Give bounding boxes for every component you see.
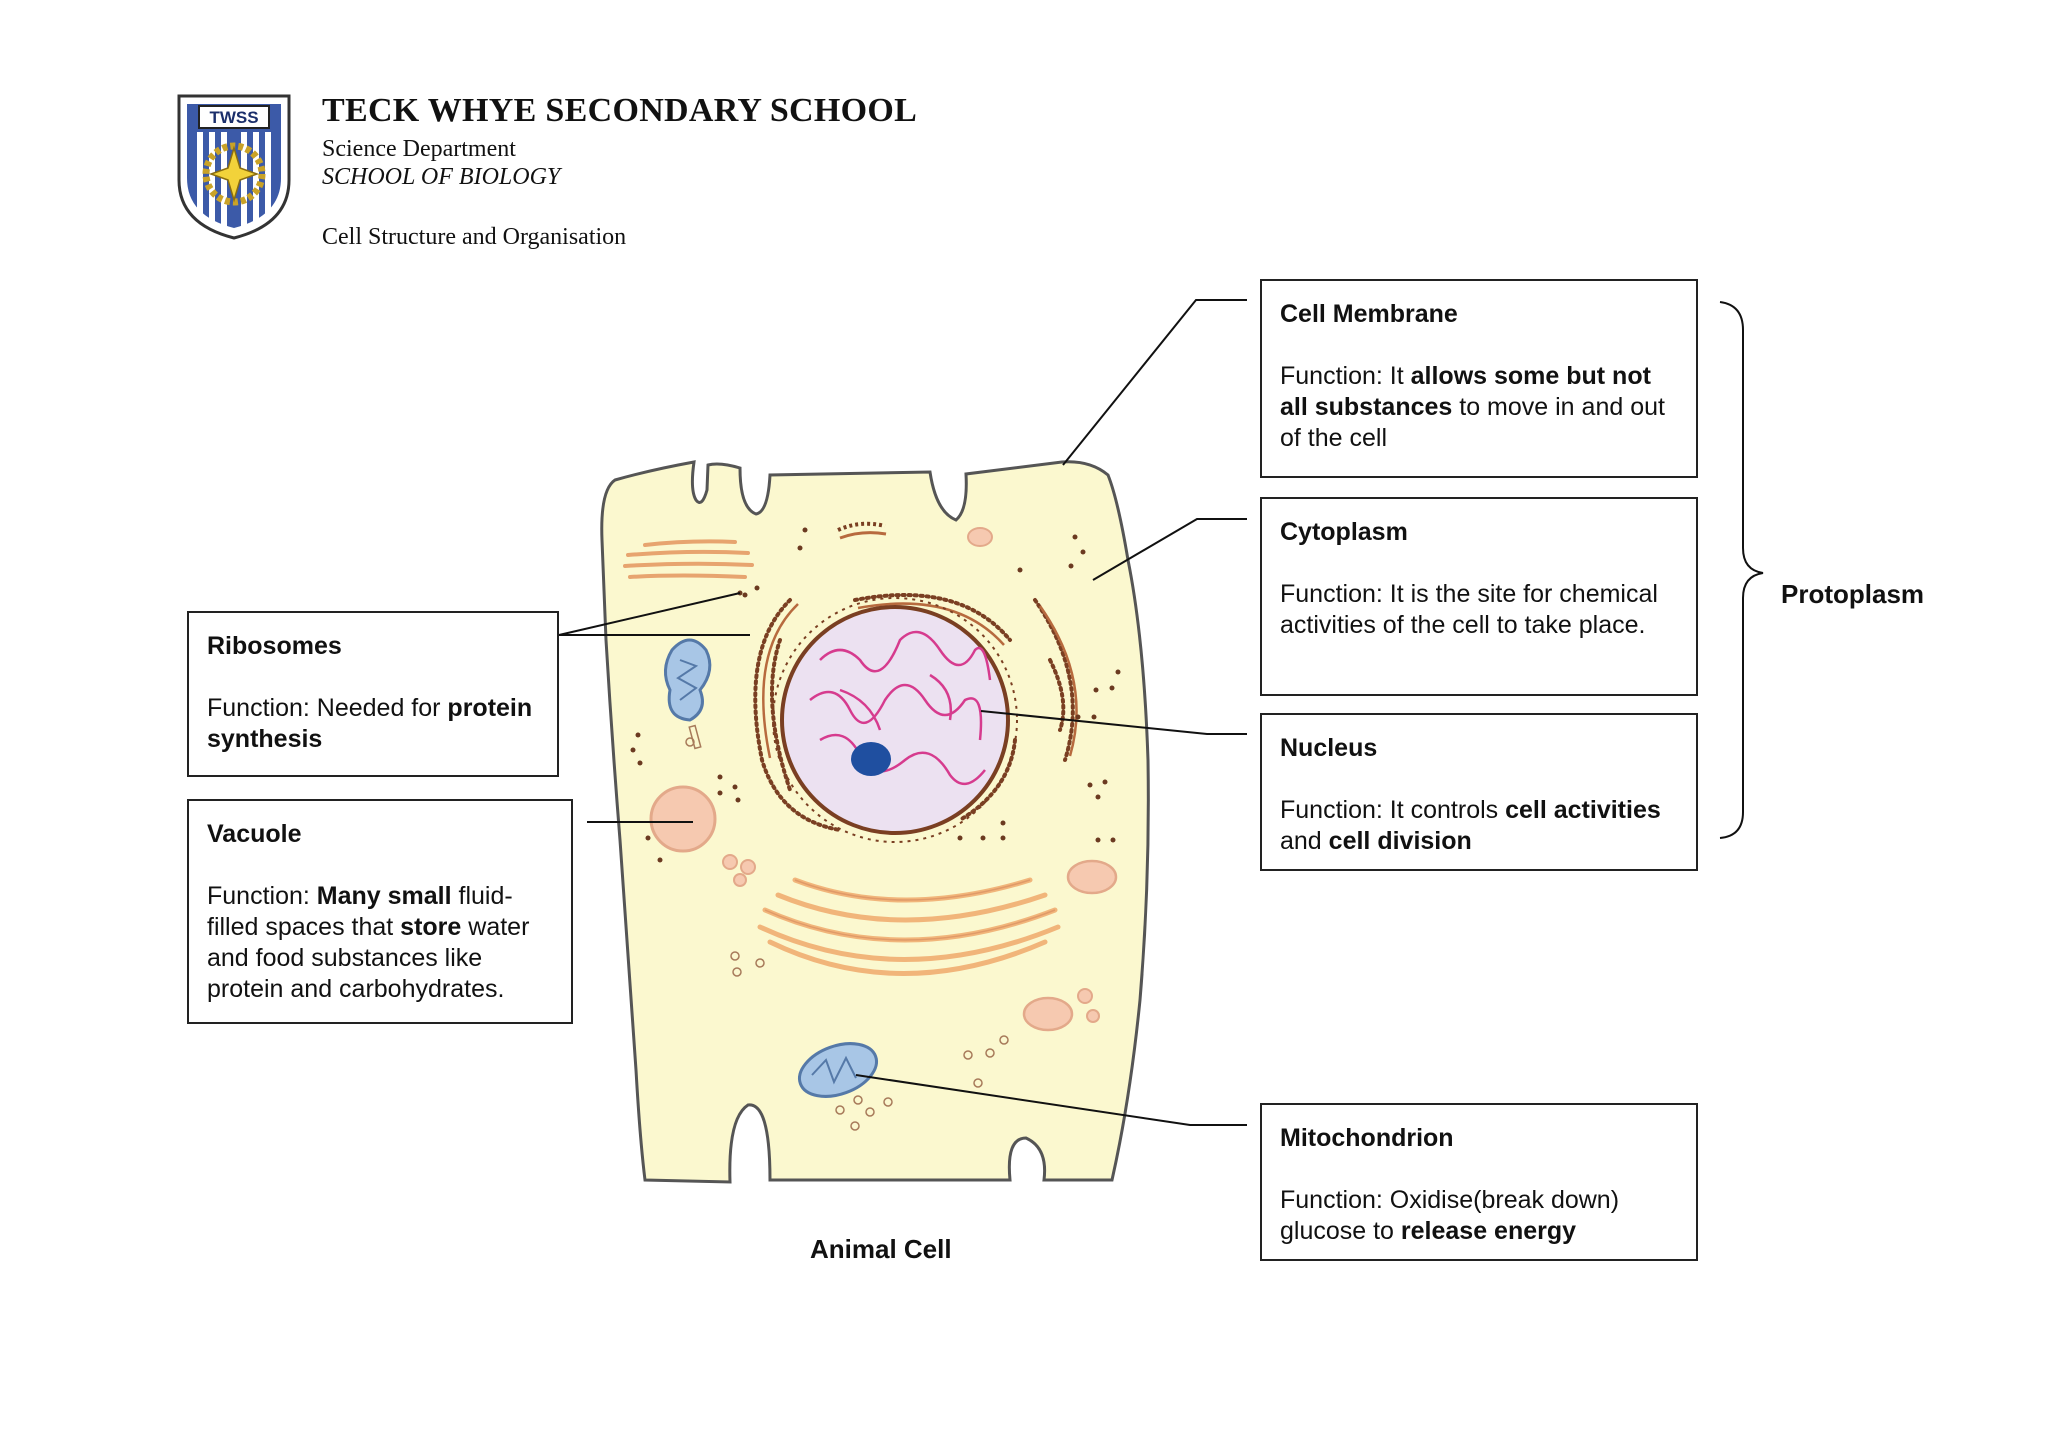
topic-title: Cell Structure and Organisation [322,224,627,250]
cell-membrane-label-box: Cell Membrane Function: It allows some b… [1260,279,1698,478]
mitochondrion-function: Function: Oxidise(break down) glucose to… [1280,1186,1620,1245]
mitochondrion-title: Mitochondrion [1280,1124,1454,1152]
mitochondrion-lower [798,1042,878,1098]
school-name: TECK WHYE SECONDARY SCHOOL [322,92,918,129]
nucleolus [851,742,891,776]
cytoplasm-function: Function: It is the site for chemical ac… [1280,580,1658,639]
protoplasm-brace [1719,301,1764,839]
nucleus-function: Function: It controls cell activities an… [1280,796,1661,855]
vacuole-function: Function: Many small fluid-filled spaces… [207,882,530,1003]
leader-line-cell-membrane [1062,299,1247,466]
vacuole-label-box: Vacuole Function: Many small fluid-fille… [187,799,573,1024]
protoplasm-label: Protoplasm [1781,579,1925,609]
ribosomes-function: Function: Needed for protein synthesis [207,694,533,753]
leader-line-nucleus [980,710,1247,735]
mitochondrion-upper [664,638,712,722]
er-stack-upper-left [623,539,754,579]
cell-membrane-title: Cell Membrane [1280,300,1458,328]
nucleus-title: Nucleus [1280,734,1378,762]
nucleus-label-box: Nucleus Function: It controls cell activ… [1260,713,1698,871]
vacuole-title: Vacuole [207,820,302,848]
ribosomes-label-box: Ribosomes Function: Needed for protein s… [187,611,559,777]
mitochondrion-label-box: Mitochondrion Function: Oxidise(break do… [1260,1103,1698,1261]
leader-line-mitochondrion [855,1074,1247,1126]
leader-line-cytoplasm [1092,518,1247,581]
school-crest-logo: TWSS [177,94,291,240]
subject-name: SCHOOL OF BIOLOGY [322,164,561,190]
ribosome-dots [630,527,1121,863]
cytoplasm-title: Cytoplasm [1280,518,1408,546]
chromatin [809,630,992,785]
nucleus-shape [780,605,1010,835]
department-name: Science Department [322,136,516,162]
animal-cell-caption: Animal Cell [810,1234,952,1264]
cytoplasm-label-box: Cytoplasm Function: It is the site for c… [1260,497,1698,696]
svg-text:TWSS: TWSS [209,108,258,127]
er-small-top [837,521,886,532]
cell-membrane-function: Function: It allows some but not all sub… [1280,362,1665,452]
ribosomes-title: Ribosomes [207,632,342,660]
vacuole-shape [649,785,717,853]
leader-lines [558,299,1247,1126]
leader-line-ribosomes-a [558,592,741,636]
